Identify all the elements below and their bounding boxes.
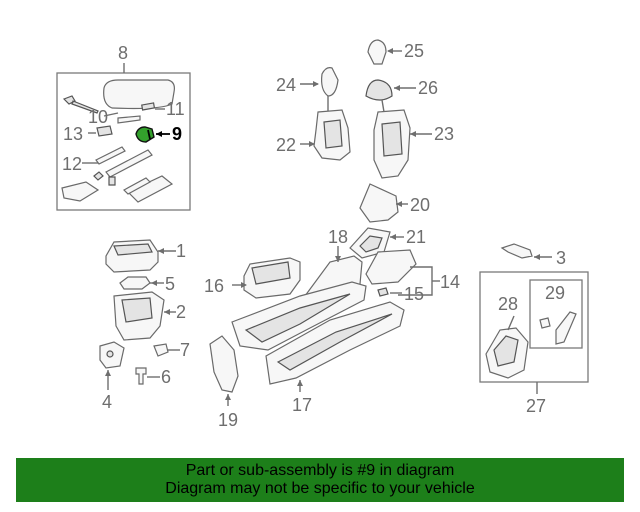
callout-28[interactable]: 28 <box>498 294 518 314</box>
part-mat-5 <box>119 276 151 290</box>
part-clip-15 <box>377 287 389 297</box>
callout-17[interactable]: 17 <box>292 395 312 415</box>
callout-9[interactable]: 9 <box>172 124 182 144</box>
part-clip-13 <box>96 125 113 137</box>
banner-line-2: Diagram may not be specific to your vehi… <box>165 480 475 497</box>
part-clip-29 <box>539 317 551 329</box>
callout-26[interactable]: 26 <box>418 78 438 98</box>
callout-10[interactable]: 10 <box>88 107 108 127</box>
part-9-highlighted[interactable] <box>135 126 155 143</box>
callout-3[interactable]: 3 <box>556 248 566 268</box>
callout-11[interactable]: 11 <box>166 99 185 119</box>
part-boot-26 <box>365 79 393 101</box>
callout-7[interactable]: 7 <box>180 340 190 360</box>
part-tray <box>61 181 100 202</box>
callout-2[interactable]: 2 <box>176 302 186 322</box>
part-tray-14 <box>365 249 417 285</box>
part-armrest-lid <box>103 79 175 110</box>
callout-4[interactable]: 4 <box>102 392 112 412</box>
part-strip-29 <box>555 311 577 345</box>
banner-line-1: Part or sub-assembly is #9 in diagram <box>185 462 455 479</box>
callout-24[interactable]: 24 <box>276 75 296 95</box>
callout-22[interactable]: 22 <box>276 135 296 155</box>
callout-20[interactable]: 20 <box>410 195 430 215</box>
group-box-29 <box>529 279 583 349</box>
part-bolt-10 <box>62 95 99 114</box>
part-clip-7 <box>153 343 169 357</box>
callout-6[interactable]: 6 <box>161 367 171 387</box>
part-knob-24 <box>321 67 339 97</box>
callout-15[interactable]: 15 <box>404 284 424 304</box>
part-latch-12 <box>95 146 126 165</box>
callout-14[interactable]: 14 <box>440 272 460 292</box>
callout-21[interactable]: 21 <box>406 227 426 247</box>
part-hinge-strip <box>117 115 141 124</box>
part-plate-20 <box>359 183 399 223</box>
part-pin-11 <box>141 102 156 111</box>
callout-18[interactable]: 18 <box>328 227 348 247</box>
callout-8[interactable]: 8 <box>118 43 128 63</box>
part-base-plate <box>126 175 174 203</box>
callout-13[interactable]: 13 <box>63 124 83 144</box>
part-bracket-3 <box>500 243 533 259</box>
part-pin-6 <box>135 367 147 385</box>
callout-29[interactable]: 29 <box>545 283 565 303</box>
callout-27[interactable]: 27 <box>526 396 546 416</box>
callout-23[interactable]: 23 <box>434 124 454 144</box>
part-knob-25 <box>367 39 387 65</box>
callout-1[interactable]: 1 <box>176 241 186 261</box>
info-banner: Part or sub-assembly is #9 in diagram Di… <box>16 458 624 502</box>
group-box-27 <box>479 271 589 383</box>
callout-5[interactable]: 5 <box>165 274 175 294</box>
callout-16[interactable]: 16 <box>204 276 224 296</box>
callout-25[interactable]: 25 <box>404 41 424 61</box>
callout-19[interactable]: 19 <box>218 410 238 430</box>
part-panel-19 <box>209 335 239 393</box>
callout-12[interactable]: 12 <box>62 154 82 174</box>
